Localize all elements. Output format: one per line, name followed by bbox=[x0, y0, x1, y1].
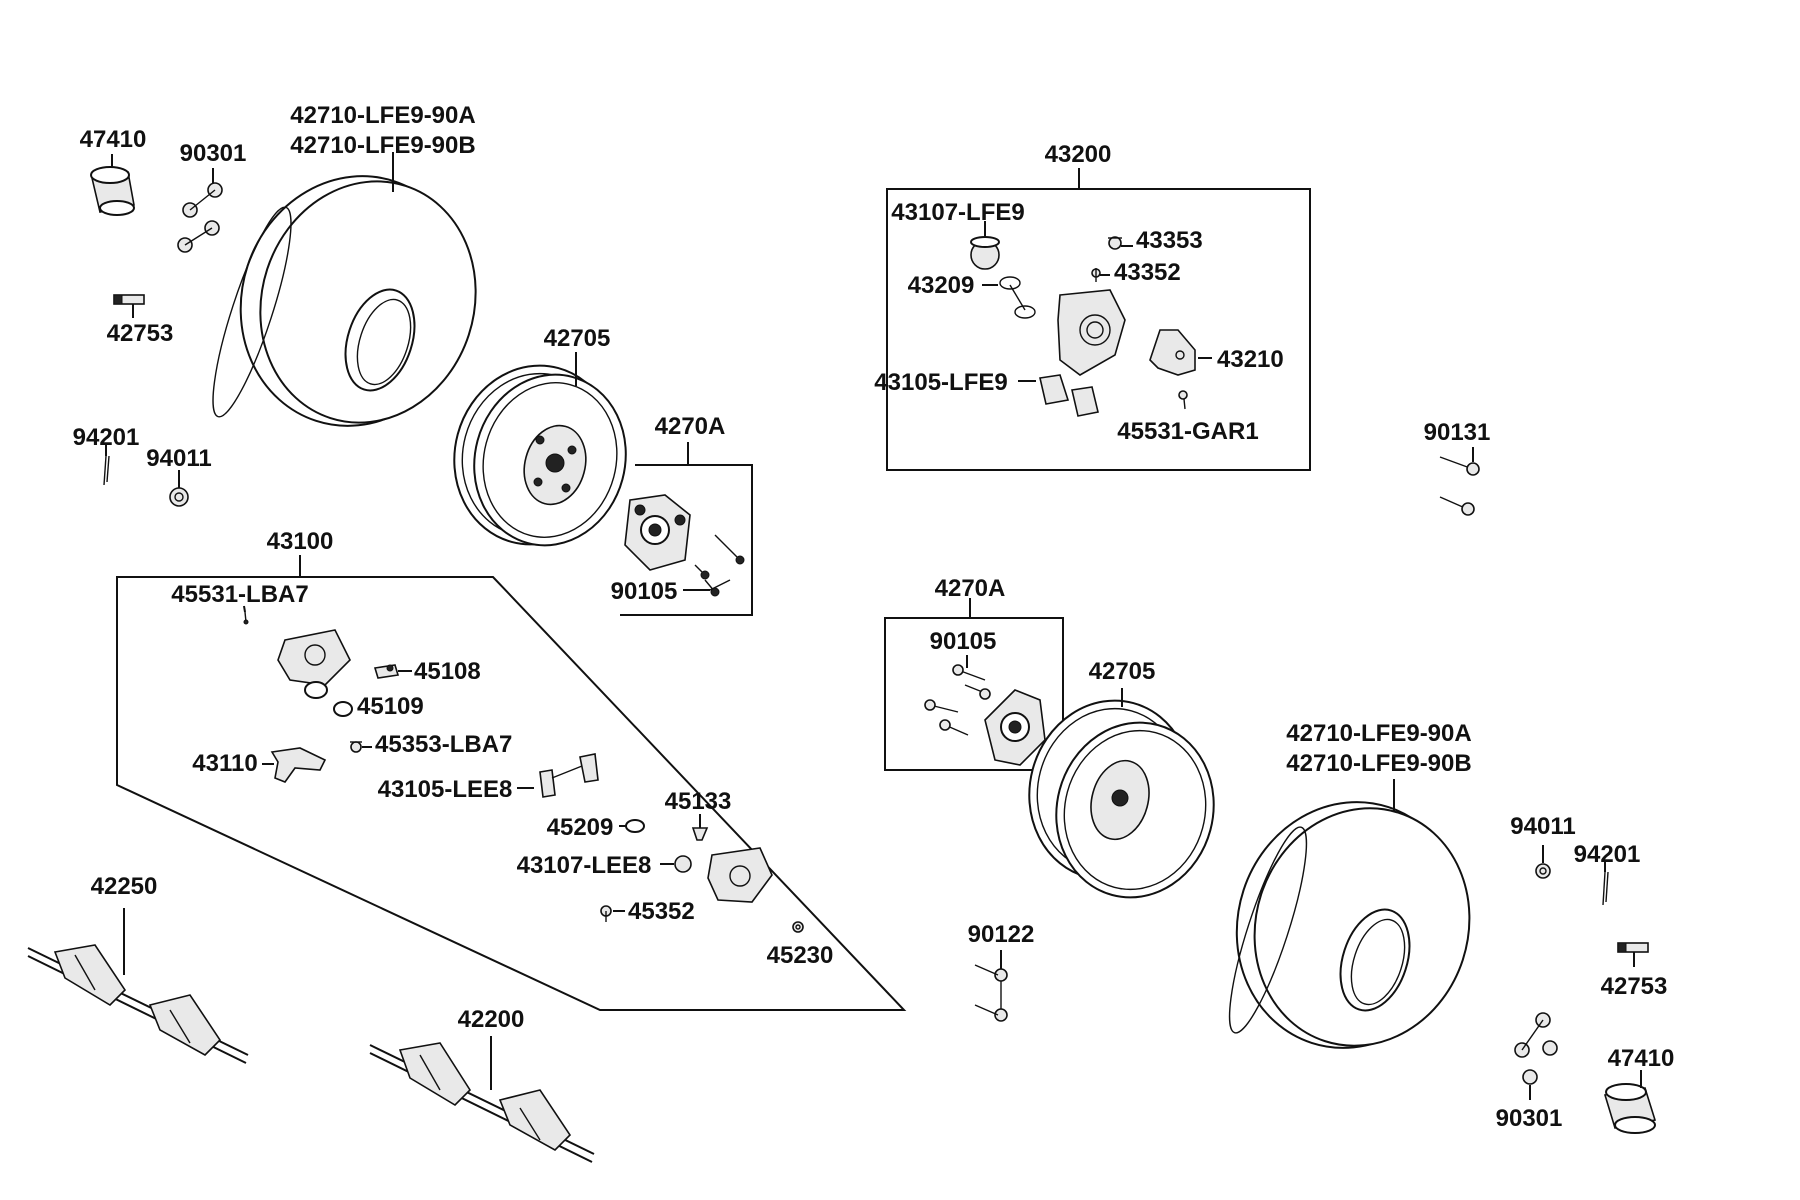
hub-right bbox=[984, 689, 1046, 766]
bolts-right bbox=[1439, 456, 1480, 516]
rc-caliper-part bbox=[1057, 289, 1126, 376]
label-fc-bracket: 43110 bbox=[192, 750, 257, 777]
rc-bracket-part bbox=[1149, 329, 1196, 376]
caliper-front-box bbox=[116, 576, 907, 1011]
nuts-bottom-right bbox=[1514, 1012, 1558, 1085]
label-rc-screw: 43353 bbox=[1136, 227, 1203, 254]
fc-bolt-part bbox=[600, 905, 612, 922]
rc-screw-part bbox=[1108, 236, 1122, 250]
nut-left bbox=[169, 487, 189, 507]
label-fc-bolt: 45352 bbox=[628, 898, 695, 925]
valve-top-left bbox=[113, 294, 145, 305]
label-hub-bolt-right: 90105 bbox=[930, 628, 997, 655]
label-rc-bracket: 43210 bbox=[1217, 346, 1284, 373]
tire-left bbox=[212, 175, 477, 427]
label-fc-bleeder: 45353-LBA7 bbox=[375, 731, 512, 758]
label-fc-screw: 45531-LBA7 bbox=[171, 581, 308, 608]
bolts-middle bbox=[974, 964, 1008, 1022]
nut-right bbox=[1535, 863, 1551, 879]
fc-cap-part bbox=[792, 921, 804, 933]
hub-bolts-right bbox=[924, 664, 991, 736]
label-rc-pin: 45531-GAR1 bbox=[1117, 418, 1258, 445]
label-tire-left-b: 42710-LFE9-90B bbox=[290, 132, 475, 159]
label-fc-boot: 43107-LEE8 bbox=[517, 852, 652, 879]
valve-bottom-right bbox=[1617, 942, 1649, 953]
label-valve-br: 42753 bbox=[1601, 973, 1668, 1000]
wheel-right bbox=[1028, 699, 1215, 899]
hub-bolts-left bbox=[694, 534, 745, 597]
leader-fc-screw bbox=[243, 605, 246, 613]
label-rc-bleeder: 43352 bbox=[1114, 259, 1181, 286]
label-caliper-front: 43100 bbox=[267, 528, 334, 555]
label-rc-ring: 43209 bbox=[908, 272, 975, 299]
fc-piston-part bbox=[373, 664, 400, 679]
label-valve-tl: 42753 bbox=[107, 320, 174, 347]
label-bolts-r: 90131 bbox=[1424, 419, 1491, 446]
fc-caliper-part bbox=[707, 847, 773, 903]
caliper-rear-box bbox=[886, 188, 1311, 471]
label-fc-ring: 45209 bbox=[547, 814, 614, 841]
label-fc-cap: 45230 bbox=[767, 942, 834, 969]
label-fc-piston: 45108 bbox=[414, 658, 481, 685]
rc-pads-part bbox=[1039, 374, 1099, 417]
label-hub-left: 4270A bbox=[655, 413, 726, 440]
label-rc-pads: 43105-LFE9 bbox=[874, 369, 1007, 396]
label-shaft-a: 42250 bbox=[91, 873, 158, 900]
hub-left-box bbox=[620, 464, 753, 616]
label-cap-tl: 47410 bbox=[80, 126, 147, 153]
pin-left bbox=[103, 455, 110, 486]
label-bolts-mid: 90122 bbox=[968, 921, 1035, 948]
fc-pads-part bbox=[539, 753, 599, 798]
label-fc-seal: 45109 bbox=[357, 693, 424, 720]
fc-bleeder-part bbox=[350, 741, 362, 753]
cap-top-left bbox=[90, 166, 135, 216]
wheel-left bbox=[453, 364, 627, 547]
label-cap-br: 47410 bbox=[1608, 1045, 1675, 1072]
nuts-top-left bbox=[177, 182, 223, 253]
fc-pin-part bbox=[691, 827, 709, 841]
label-tire-right-a: 42710-LFE9-90A bbox=[1286, 720, 1471, 747]
hub-left bbox=[624, 494, 691, 571]
cap-bottom-right bbox=[1603, 1083, 1657, 1134]
fc-boot-part bbox=[674, 855, 692, 873]
label-hub-bolt-left: 90105 bbox=[611, 578, 678, 605]
label-wheel-right: 42705 bbox=[1089, 658, 1156, 685]
label-nuts-br: 90301 bbox=[1496, 1105, 1563, 1132]
rc-boot-part bbox=[970, 236, 1000, 270]
drive-shaft-a bbox=[27, 944, 249, 1064]
label-fc-pin: 45133 bbox=[665, 788, 732, 815]
label-tire-left-a: 42710-LFE9-90A bbox=[290, 102, 475, 129]
label-nut-r: 94011 bbox=[1510, 813, 1575, 840]
label-nut-l: 94011 bbox=[146, 445, 211, 472]
rc-pin-part bbox=[1178, 390, 1188, 410]
fc-ring-part bbox=[625, 819, 645, 833]
drive-shaft-b bbox=[369, 1042, 595, 1163]
hub-right-box bbox=[884, 617, 1064, 771]
rc-ring-part bbox=[999, 276, 1036, 319]
fc-seal-part bbox=[333, 701, 353, 717]
rc-bleeder-part bbox=[1091, 268, 1101, 282]
label-nuts-tl: 90301 bbox=[180, 140, 247, 167]
fc-screw-part bbox=[243, 611, 249, 625]
label-tire-right-b: 42710-LFE9-90B bbox=[1286, 750, 1471, 777]
fc-housing bbox=[277, 629, 351, 699]
label-wheel-left: 42705 bbox=[544, 325, 611, 352]
label-caliper-rear: 43200 bbox=[1045, 141, 1112, 168]
label-pin-r: 94201 bbox=[1574, 841, 1641, 868]
label-rc-boot: 43107-LFE9 bbox=[891, 199, 1024, 226]
label-pin-l: 94201 bbox=[73, 424, 140, 451]
label-shaft-b: 42200 bbox=[458, 1006, 525, 1033]
label-hub-right: 4270A bbox=[935, 575, 1006, 602]
pin-right bbox=[1602, 871, 1609, 906]
fc-bracket-part bbox=[270, 747, 327, 783]
label-fc-pads: 43105-LEE8 bbox=[378, 776, 513, 803]
tire-right bbox=[1228, 801, 1471, 1049]
